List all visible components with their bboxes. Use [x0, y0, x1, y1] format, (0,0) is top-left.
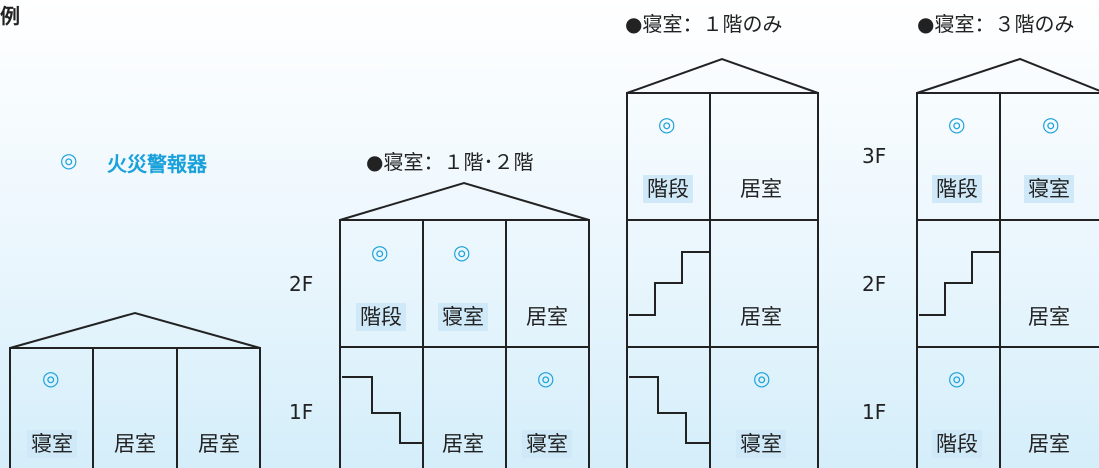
house-d-roof [916, 57, 1099, 94]
room-label: 寝室 [27, 430, 77, 458]
house-a-roof [9, 311, 261, 349]
room-label: 寝室 [1024, 175, 1074, 203]
fire-alarm-icon: ◎ [371, 240, 389, 264]
room-label: 寝室 [438, 303, 488, 331]
house-c-caption: ●寝室：１階のみ [625, 12, 783, 36]
house-b-floor-1f: 1F [289, 400, 314, 424]
house-b-floor-2f: 2F [289, 272, 314, 296]
room-label: 居室 [198, 432, 240, 456]
fire-alarm-icon: ◎ [537, 366, 555, 390]
room-label: 寝室 [522, 430, 572, 458]
fire-alarm-icon: ◎ [453, 240, 471, 264]
house-b-roof [339, 181, 590, 221]
room-label: 階段 [643, 175, 693, 203]
house-a-walls [9, 347, 261, 468]
fire-alarm-icon: ◎ [1042, 112, 1060, 136]
house-d-floor-2f: 2F [862, 272, 887, 296]
fire-alarm-icon: ◎ [948, 112, 966, 136]
room-label: 居室 [526, 305, 568, 329]
room-label: 居室 [442, 432, 484, 456]
room-label: 居室 [740, 305, 782, 329]
corner-label: 例 [0, 4, 20, 28]
room-label: 寝室 [736, 430, 786, 458]
house-c-stairs-2f [629, 251, 710, 316]
fire-alarm-icon: ◎ [753, 366, 771, 390]
house-c-stairs-1f [629, 376, 710, 444]
room-label: 居室 [1028, 305, 1070, 329]
fire-alarm-icon: ◎ [948, 366, 966, 390]
house-d-caption: ●寝室：３階のみ [917, 12, 1075, 36]
house-d-stairs-2f [919, 251, 1000, 316]
fire-alarm-icon: ◎ [42, 366, 60, 390]
house-d-floor-1f: 1F [862, 400, 887, 424]
room-label: 階段 [356, 303, 406, 331]
room-label: 居室 [1028, 432, 1070, 456]
house-b-stairs [342, 376, 423, 444]
room-label: 階段 [932, 430, 982, 458]
fire-alarm-icon: ◎ [658, 112, 676, 136]
room-label: 居室 [114, 432, 156, 456]
legend-alarm-icon: ◎ [60, 148, 78, 172]
house-d-floor-3f: 3F [862, 144, 887, 168]
room-label: 階段 [932, 175, 982, 203]
house-c-roof [626, 57, 819, 94]
room-label: 居室 [740, 177, 782, 201]
house-b-caption: ●寝室：１階･２階 [366, 150, 534, 174]
legend-label: 火災警報器 [107, 152, 207, 176]
